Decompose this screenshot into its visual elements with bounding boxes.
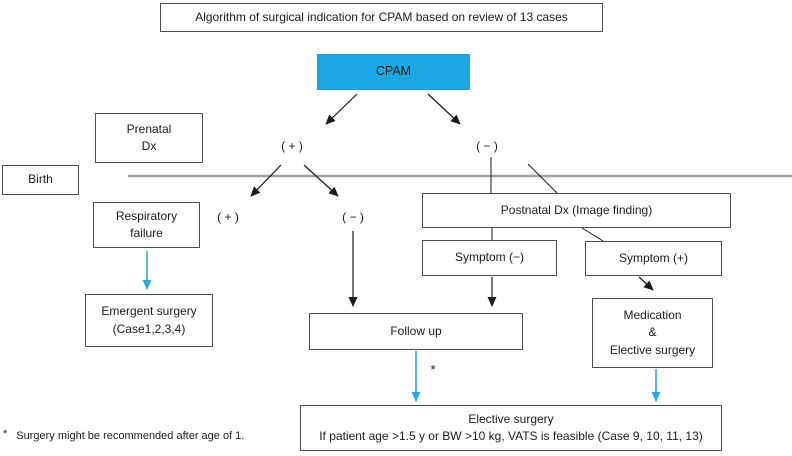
node-emergent-line1: Emergent surgery — [101, 304, 197, 319]
branch-label-respiratory-positive: ( + ) — [217, 210, 239, 224]
figure-title: Algorithm of surgical indication for CPA… — [195, 9, 568, 24]
node-postnatal-label: Postnatal Dx (Image finding) — [500, 202, 653, 217]
node-symptom-positive: Symptom (+) — [585, 241, 722, 276]
node-follow-up-label: Follow up — [390, 323, 442, 338]
branch-label-respiratory-negative: ( − ) — [342, 210, 364, 224]
node-postnatal-dx: Postnatal Dx (Image finding) — [422, 193, 731, 228]
node-medication-line2: & — [648, 325, 657, 340]
node-elective-line2: If patient age >1.5 y or BW >10 kg, VATS… — [319, 429, 703, 443]
node-cpam-label: CPAM — [375, 64, 412, 79]
node-symptom-negative: Symptom (−) — [422, 240, 557, 276]
footnote-marker: * — [3, 428, 8, 440]
node-medication-line1: Medication — [623, 308, 682, 323]
node-symptom-negative-label: Symptom (−) — [454, 250, 524, 265]
node-follow-up: Follow up — [309, 313, 523, 350]
node-birth: Birth — [2, 165, 79, 195]
node-respiratory-failure: Respiratory failure — [93, 202, 200, 248]
node-prenatal-line2: Dx — [141, 139, 157, 153]
node-prenatal-dx: Prenatal Dx — [95, 113, 203, 163]
node-birth-label: Birth — [28, 172, 53, 187]
node-respiratory-line1: Respiratory — [115, 208, 178, 223]
node-medication-line3: Elective surgery — [609, 342, 696, 357]
node-emergent-surgery: Emergent surgery (Case1,2,3,4) — [85, 294, 213, 347]
title-box: Algorithm of surgical indication for CPA… — [160, 3, 603, 32]
branch-label-prenatal-positive: ( + ) — [281, 139, 303, 153]
node-cpam: CPAM — [317, 54, 470, 90]
footnote: * Surgery might be recommended after age… — [3, 428, 245, 442]
node-medication-elective: Medication & Elective surgery — [592, 298, 713, 368]
followup-asterisk-note: * — [430, 362, 436, 377]
node-emergent-line2: (Case1,2,3,4) — [112, 321, 186, 336]
node-elective-surgery: Elective surgery If patient age >1.5 y o… — [300, 405, 722, 451]
node-prenatal-line1: Prenatal — [126, 121, 172, 136]
node-elective-line1: Elective surgery — [468, 411, 554, 426]
footnote-text: Surgery might be recommended after age o… — [16, 430, 245, 442]
node-symptom-positive-label: Symptom (+) — [618, 250, 688, 265]
branch-label-prenatal-negative: ( − ) — [476, 139, 498, 153]
node-respiratory-line2: failure — [130, 226, 163, 240]
